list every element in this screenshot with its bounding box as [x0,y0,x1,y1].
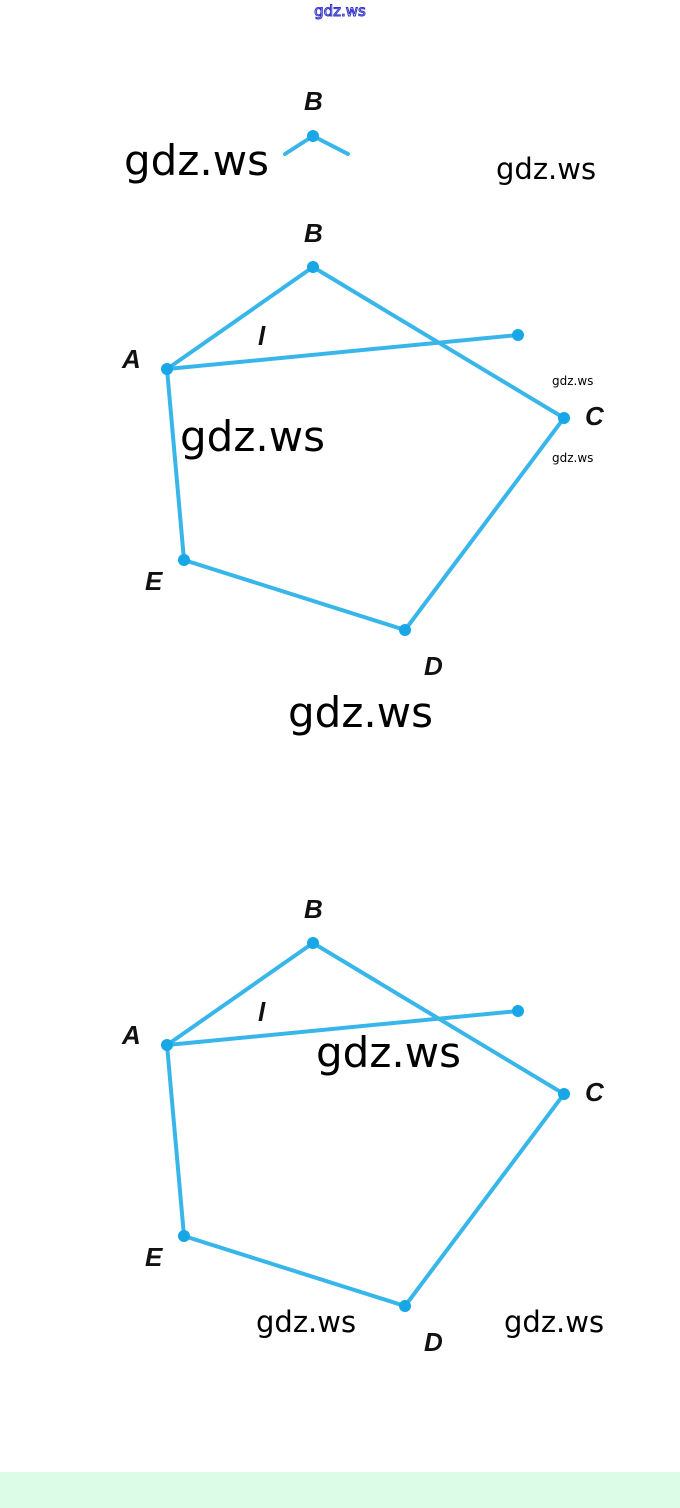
label-d: D [424,1327,443,1357]
pentagon-figure-2: A B C D E l [121,894,605,1357]
fragment-b: B [283,86,350,156]
point-b-fragment [307,130,319,142]
point-line-end [512,329,524,341]
label-l: l [258,321,266,351]
watermark: gdz.ws [180,412,325,461]
line-l [165,333,520,371]
point-e [178,1230,190,1242]
label-l: l [258,997,266,1027]
pentagon-abcde [164,940,567,1309]
point-c [558,412,570,424]
label-b-fragment: B [304,86,323,116]
watermark: gdz.ws [288,688,433,737]
watermark: gdz.ws [552,451,594,465]
point-b [307,261,319,273]
line-l [165,1009,520,1047]
point-d [399,1300,411,1312]
label-e: E [145,566,163,596]
label-a: A [121,344,141,374]
label-d: D [424,651,443,681]
watermark: gdz.ws [504,1305,605,1339]
watermark: gdz.ws [124,136,269,185]
pentagon-figure-1: A B C D E l [121,218,605,681]
watermark: gdz.ws [496,152,597,186]
header-watermark: gdz.ws [314,2,367,21]
point-line-end [512,1005,524,1017]
watermark: gdz.ws [316,1028,461,1077]
footer-strip [0,1472,680,1508]
watermark: gdz.ws [256,1305,357,1339]
label-b: B [304,894,323,924]
label-c: C [585,1077,605,1107]
point-a [161,1039,173,1051]
fragment-edge-bc [311,134,350,156]
point-c [558,1088,570,1100]
point-e [178,554,190,566]
point-d [399,624,411,636]
watermark: gdz.ws [552,374,594,388]
point-a [161,363,173,375]
point-b [307,937,319,949]
pentagon-abcde [164,264,567,633]
label-b: B [304,218,323,248]
label-a: A [121,1020,141,1050]
label-e: E [145,1242,163,1272]
label-c: C [585,401,605,431]
